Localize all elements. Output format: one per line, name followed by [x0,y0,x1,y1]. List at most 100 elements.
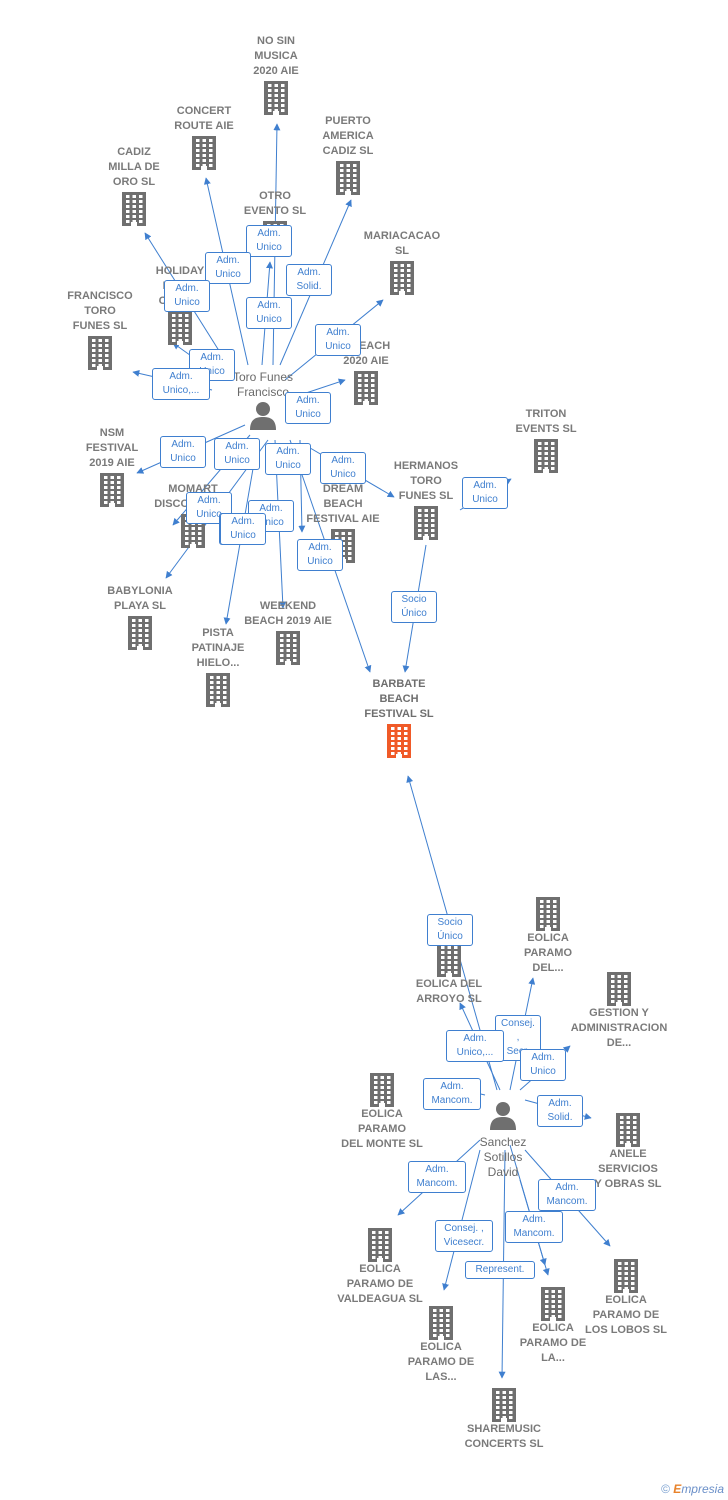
building-icon [370,1073,394,1107]
relation-label[interactable]: Represent. [465,1261,535,1279]
relation-label[interactable]: Adm. Unico,... [152,368,210,400]
person-icon [250,402,276,430]
brand-logo-rest: mpresia [681,1482,724,1496]
company-node[interactable]: FRANCISCO TORO FUNES SL [40,289,160,370]
relation-label[interactable]: Adm. Unico,... [446,1030,504,1062]
building-icon [607,972,631,1006]
company-node[interactable]: TRITON EVENTS SL [486,407,606,473]
relation-label[interactable]: Adm. Unico [320,452,366,484]
company-label: PUERTO AMERICA CADIZ SL [322,115,374,157]
relation-label[interactable]: Consej. , Vicesecr. [435,1220,493,1252]
relation-label[interactable]: Adm. Unico [164,280,210,312]
building-icon [128,616,152,650]
company-label: CONCERT ROUTE AIE [174,105,234,132]
company-node[interactable]: CADIZ MILLA DE ORO SL [74,145,194,226]
relation-label[interactable]: Adm. Mancom. [408,1161,466,1193]
company-node[interactable]: EOLICA PARAMO DEL MONTE SL [322,1071,442,1152]
relation-label[interactable]: Socio Único [391,591,437,623]
building-icon [88,336,112,370]
building-icon [192,136,216,170]
company-node[interactable]: ANELE SERVICIOS Y OBRAS SL [568,1111,688,1192]
relation-label[interactable]: Adm. Unico [315,324,361,356]
company-node[interactable]: BABYLONIA PLAYA SL [80,584,200,650]
building-icon [368,1228,392,1262]
building-icon [414,506,438,540]
relation-label[interactable]: Adm. Unico [214,438,260,470]
company-label: CADIZ MILLA DE ORO SL [108,146,160,188]
relation-label[interactable]: Socio Único [427,914,473,946]
company-label: DREAM BEACH FESTIVAL AIE [306,483,380,525]
company-label: GESTION Y ADMINISTRACION DE... [570,1007,668,1049]
relation-label[interactable]: Adm. Mancom. [505,1211,563,1243]
person-label: Sanchez Sotillos David [479,1135,527,1179]
relation-label[interactable]: Adm. Unico [265,443,311,475]
company-label: TRITON EVENTS SL [515,408,577,435]
relation-label[interactable]: Adm. Solid. [286,264,332,296]
person-icon [490,1102,516,1130]
building-icon [276,631,300,665]
company-node[interactable]: BARBATE BEACH FESTIVAL SL [339,677,459,758]
relation-label[interactable]: Adm. Unico [520,1049,566,1081]
company-node[interactable]: EOLICA PARAMO DEL... [488,895,608,976]
relation-label[interactable]: Adm. Unico [220,513,266,545]
company-node[interactable]: CONCERT ROUTE AIE [144,104,264,170]
company-label: EOLICA DEL ARROYO SL [415,978,483,1005]
company-node[interactable]: EOLICA PARAMO DE VALDEAGUA SL [320,1226,440,1307]
building-icon [354,371,378,405]
person-node[interactable]: Sanchez Sotillos David [443,1100,563,1180]
relation-label[interactable]: Adm. Solid. [537,1095,583,1127]
building-icon [429,1306,453,1340]
relation-label[interactable]: Adm. Unico [297,539,343,571]
company-label: EOLICA PARAMO DEL... [523,932,573,974]
company-node[interactable]: EOLICA DEL ARROYO SL [389,941,509,1007]
building-icon [387,724,411,758]
company-node[interactable]: PUERTO AMERICA CADIZ SL [288,114,408,195]
relation-label[interactable]: Adm. Unico [462,477,508,509]
company-node[interactable]: EOLICA PARAMO DE LOS LOBOS SL [566,1257,686,1338]
relation-label[interactable]: Adm. Unico [205,252,251,284]
company-label: BARBATE BEACH FESTIVAL SL [364,678,434,720]
copyright-symbol: © [661,1482,670,1496]
company-label: EOLICA PARAMO DE LA... [519,1322,587,1364]
building-icon [614,1259,638,1293]
company-node[interactable]: WEEKEND BEACH 2019 AIE [228,599,348,665]
relation-label[interactable]: Adm. Unico [285,392,331,424]
relation-label[interactable]: Adm. Mancom. [423,1078,481,1110]
company-label: FRANCISCO TORO FUNES SL [67,290,133,332]
relation-label[interactable]: Adm. Unico [246,225,292,257]
footer-brand[interactable]: © Empresia [661,1482,724,1496]
company-label: SHAREMUSIC CONCERTS SL [464,1423,544,1450]
person-label: Toro Funes Francisco [232,370,294,399]
company-node[interactable]: NSM FESTIVAL 2019 AIE [52,426,172,507]
relation-edge [509,1144,547,1266]
company-node[interactable]: GESTION Y ADMINISTRACION DE... [559,970,679,1051]
company-node[interactable]: PISTA PATINAJE HIELO... [158,626,278,707]
company-label: HERMANOS TORO FUNES SL [393,460,459,502]
person-node[interactable]: Toro Funes Francisco [203,370,323,435]
relation-label[interactable]: Adm. Unico [186,492,232,524]
company-label: ANELE SERVICIOS Y OBRAS SL [594,1148,662,1190]
company-label: OTRO EVENTO SL [243,190,307,217]
building-icon [536,897,560,931]
company-node[interactable]: HERMANOS TORO FUNES SL [366,459,486,540]
building-icon [437,943,461,977]
building-icon [336,161,360,195]
company-node[interactable]: MARIACACAO SL [342,229,462,295]
building-icon [100,473,124,507]
company-label: PISTA PATINAJE HIELO... [191,627,245,669]
company-label: NO SIN MUSICA 2020 AIE [253,35,299,77]
relation-label[interactable]: Adm. Mancom. [538,1179,596,1211]
building-icon [616,1113,640,1147]
building-icon [492,1388,516,1422]
company-node[interactable]: NO SIN MUSICA 2020 AIE [216,34,336,115]
company-node[interactable]: SHAREMUSIC CONCERTS SL [444,1386,564,1452]
company-label: EOLICA PARAMO DE LOS LOBOS SL [585,1294,667,1336]
company-node[interactable]: EOLICA PARAMO DE LAS... [381,1304,501,1385]
relation-label[interactable]: Adm. Unico [246,297,292,329]
relation-label[interactable]: Adm. Unico [160,436,206,468]
company-label: EOLICA PARAMO DEL MONTE SL [341,1108,423,1150]
building-icon [541,1287,565,1321]
building-icon [390,261,414,295]
company-node[interactable]: EOLICA PARAMO DE LA... [493,1285,613,1366]
